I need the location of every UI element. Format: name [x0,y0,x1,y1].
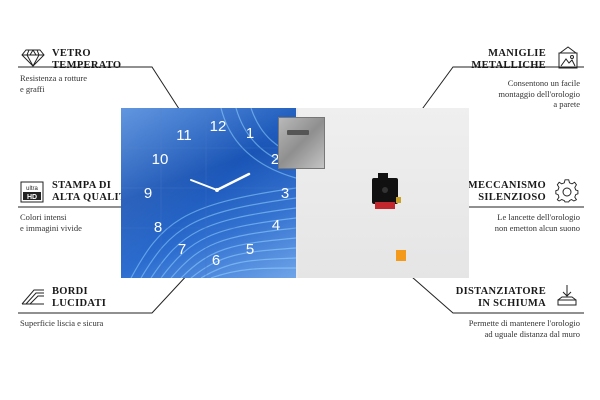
feature-foam-spacer: DISTANZIATORE IN SCHIUMA [456,286,546,310]
title-line: MECCANISMO [467,180,546,191]
diamond-icon [20,48,46,73]
feature-desc-silent-mechanism: Le lancette dell'orologio non emetton al… [495,212,580,233]
feature-metal-hangers: MANIGLIE METALLICHE [471,48,546,72]
hd-text: HD [27,194,37,201]
feature-title: BORDI LUCIDATI [52,286,106,310]
hanger-icon [556,46,580,75]
gear-icon [554,178,580,209]
feature-desc-hd-print: Colori intensi e immagini vivide [20,212,82,233]
feature-silent-mechanism: MECCANISMO SILENZIOSO [468,180,546,204]
clock-number-4: 4 [271,217,281,234]
title-line: TEMPERATO [52,60,122,71]
feature-title: STAMPA DI ALTA QUALITÀ [52,180,134,204]
feature-tempered-glass: VETRO TEMPERATO [52,48,121,72]
title-line: LUCIDATI [52,298,107,309]
metal-hanger-plate [278,117,325,169]
desc-line: a parete [553,99,580,109]
title-line: VETRO [52,48,91,59]
feature-title: MANIGLIE METALLICHE [471,48,546,72]
desc-line: montaggio dell'orologio [498,88,580,99]
title-line: DISTANZIATORE [455,286,546,297]
clock-mechanism [370,173,402,209]
desc-line: Colori intensi [20,212,67,222]
clock-number-8: 8 [153,219,163,236]
desc-line: Consentono un facile [507,78,580,88]
clock-hands [190,172,251,192]
feature-title: MECCANISMO SILENZIOSO [468,180,546,204]
feature-desc-tempered-glass: Resistenza a rotture e graffi [20,73,87,94]
ultra-text: ultra [26,186,38,192]
desc-line: Resistenza a rotture [20,73,88,83]
hour-hand [215,172,251,192]
clock-number-9: 9 [143,185,153,202]
feature-desc-metal-hangers: Consentono un facile montaggio dell'orol… [498,78,580,110]
ultra-hd-icon: ultra HD [20,181,44,208]
wave-pattern [121,108,296,278]
clock-number-2: 2 [270,151,280,168]
clock-number-3: 3 [280,185,290,202]
title-line: MANIGLIE [488,48,546,59]
feature-title: VETRO TEMPERATO [52,48,121,72]
title-line: BORDI [52,286,88,297]
feature-title: DISTANZIATORE IN SCHIUMA [456,286,546,310]
title-line: METALLICHE [471,60,546,71]
feature-desc-foam-spacer: Permette di mantenere l'orologio ad ugua… [469,318,580,339]
desc-line: Permette di mantenere l'orologio [468,318,580,328]
clock-number-12: 12 [209,118,227,135]
desc-line: e graffi [20,83,45,94]
minute-hand [190,179,218,191]
desc-line: non emetton alcun suono [494,222,580,233]
desc-line: ad uguale distanza dal muro [484,328,580,339]
title-line: IN SCHIUMA [477,298,546,309]
spacer-icon [555,284,579,313]
feature-desc-polished-edges: Superficie liscia e sicura [20,318,103,329]
clock-number-7: 7 [177,241,187,258]
edge-icon [20,286,46,311]
title-line: ALTA QUALITÀ [52,192,135,203]
title-line: STAMPA DI [52,180,112,191]
clock-number-10: 10 [151,151,169,168]
clock-number-1: 1 [245,125,255,142]
feature-polished-edges: BORDI LUCIDATI [52,286,106,310]
desc-line: Le lancette dell'orologio [497,212,580,222]
feature-hd-print: STAMPA DI ALTA QUALITÀ [52,180,134,204]
clock-number-6: 6 [211,252,221,269]
desc-line: Superficie liscia e sicura [20,318,104,328]
hanger-slot [287,130,309,135]
clock-number-11: 11 [176,127,192,144]
foam-spacer [396,250,406,261]
desc-line: e immagini vivide [20,222,82,233]
clock-number-5: 5 [245,241,255,258]
title-line: SILENZIOSO [478,192,546,203]
clock-face: 12 1 2 3 4 5 6 7 8 9 10 11 [121,108,296,278]
